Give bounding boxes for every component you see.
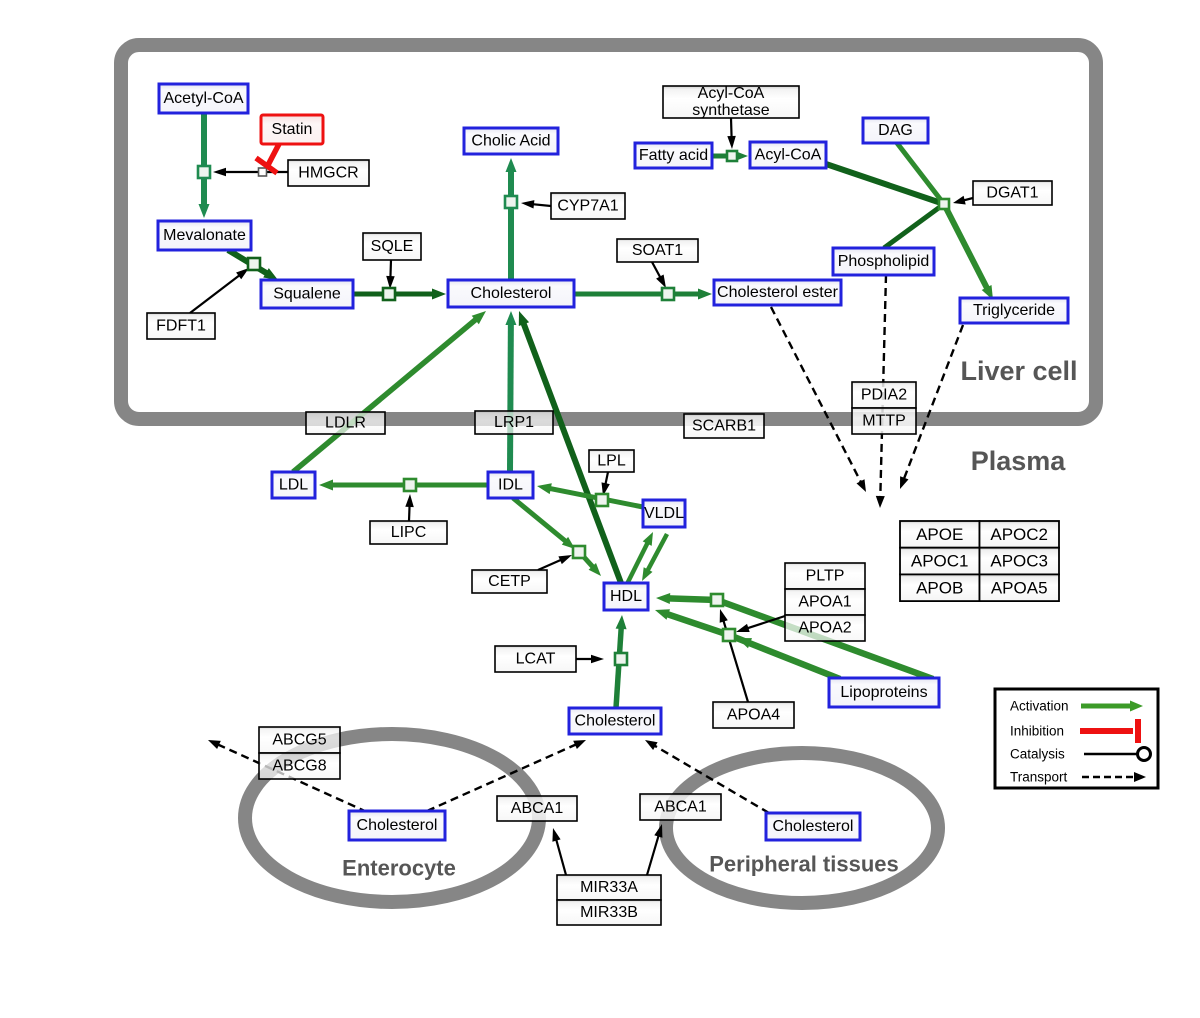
- svg-text:Inhibition: Inhibition: [1010, 724, 1064, 739]
- svg-text:PDIA2: PDIA2: [861, 387, 907, 404]
- svg-text:SCARB1: SCARB1: [692, 418, 756, 435]
- svg-text:Squalene: Squalene: [273, 286, 341, 303]
- svg-text:MIR33B: MIR33B: [580, 904, 638, 921]
- svg-text:Enterocyte: Enterocyte: [342, 856, 456, 881]
- svg-text:Acetyl-CoA: Acetyl-CoA: [163, 90, 243, 107]
- svg-text:APOC3: APOC3: [990, 552, 1048, 571]
- svg-text:LRP1: LRP1: [494, 414, 534, 431]
- svg-text:LPL: LPL: [597, 453, 626, 470]
- svg-text:APOC1: APOC1: [911, 552, 969, 571]
- svg-text:Activation: Activation: [1010, 699, 1069, 714]
- svg-text:APOC2: APOC2: [990, 525, 1048, 544]
- svg-text:Catalysis: Catalysis: [1010, 747, 1065, 762]
- svg-text:SOAT1: SOAT1: [632, 242, 683, 259]
- svg-text:Liver cell: Liver cell: [960, 356, 1077, 386]
- svg-text:SQLE: SQLE: [371, 238, 414, 255]
- svg-text:LIPC: LIPC: [391, 524, 427, 541]
- svg-text:Acyl-CoA: Acyl-CoA: [755, 147, 822, 164]
- svg-text:Transport: Transport: [1010, 770, 1068, 785]
- svg-text:synthetase: synthetase: [692, 102, 769, 119]
- svg-text:Lipoproteins: Lipoproteins: [840, 684, 927, 701]
- svg-text:HDL: HDL: [610, 588, 642, 605]
- svg-text:ABCA1: ABCA1: [654, 799, 707, 816]
- svg-text:Cholesterol: Cholesterol: [575, 713, 656, 730]
- svg-text:Cholic Acid: Cholic Acid: [471, 133, 550, 150]
- svg-text:APOA4: APOA4: [727, 707, 780, 724]
- svg-text:Cholesterol: Cholesterol: [773, 818, 854, 835]
- svg-text:Cholesterol ester: Cholesterol ester: [717, 284, 839, 301]
- svg-text:ABCG5: ABCG5: [272, 732, 326, 749]
- svg-text:PLTP: PLTP: [806, 568, 845, 585]
- svg-text:VLDL: VLDL: [644, 505, 684, 522]
- svg-text:FDFT1: FDFT1: [156, 318, 206, 335]
- svg-text:DAG: DAG: [878, 122, 913, 139]
- svg-text:LCAT: LCAT: [516, 651, 556, 668]
- svg-text:LDL: LDL: [279, 477, 308, 494]
- svg-text:Peripheral tissues: Peripheral tissues: [709, 852, 899, 877]
- svg-text:Cholesterol: Cholesterol: [471, 285, 552, 302]
- svg-text:Statin: Statin: [272, 121, 313, 138]
- svg-text:Fatty acid: Fatty acid: [639, 147, 708, 164]
- svg-text:Triglyceride: Triglyceride: [973, 302, 1055, 319]
- svg-text:HMGCR: HMGCR: [298, 165, 358, 182]
- svg-text:Phospholipid: Phospholipid: [838, 253, 930, 270]
- svg-text:LDLR: LDLR: [325, 415, 366, 432]
- svg-text:Mevalonate: Mevalonate: [163, 227, 246, 244]
- svg-text:MTTP: MTTP: [862, 413, 906, 430]
- svg-text:APOA5: APOA5: [991, 578, 1048, 597]
- svg-text:APOB: APOB: [916, 578, 963, 597]
- svg-text:Plasma: Plasma: [971, 446, 1067, 476]
- svg-text:DGAT1: DGAT1: [986, 185, 1038, 202]
- svg-text:ABCG8: ABCG8: [272, 758, 326, 775]
- svg-text:Cholesterol: Cholesterol: [357, 817, 438, 834]
- svg-text:IDL: IDL: [498, 477, 523, 494]
- svg-text:Acyl-CoA: Acyl-CoA: [698, 85, 765, 102]
- svg-text:APOA1: APOA1: [798, 594, 851, 611]
- svg-text:APOA2: APOA2: [798, 620, 851, 637]
- svg-text:APOE: APOE: [916, 525, 963, 544]
- svg-text:CYP7A1: CYP7A1: [557, 198, 618, 215]
- svg-text:MIR33A: MIR33A: [580, 879, 638, 896]
- svg-text:ABCA1: ABCA1: [511, 800, 564, 817]
- svg-text:CETP: CETP: [488, 573, 531, 590]
